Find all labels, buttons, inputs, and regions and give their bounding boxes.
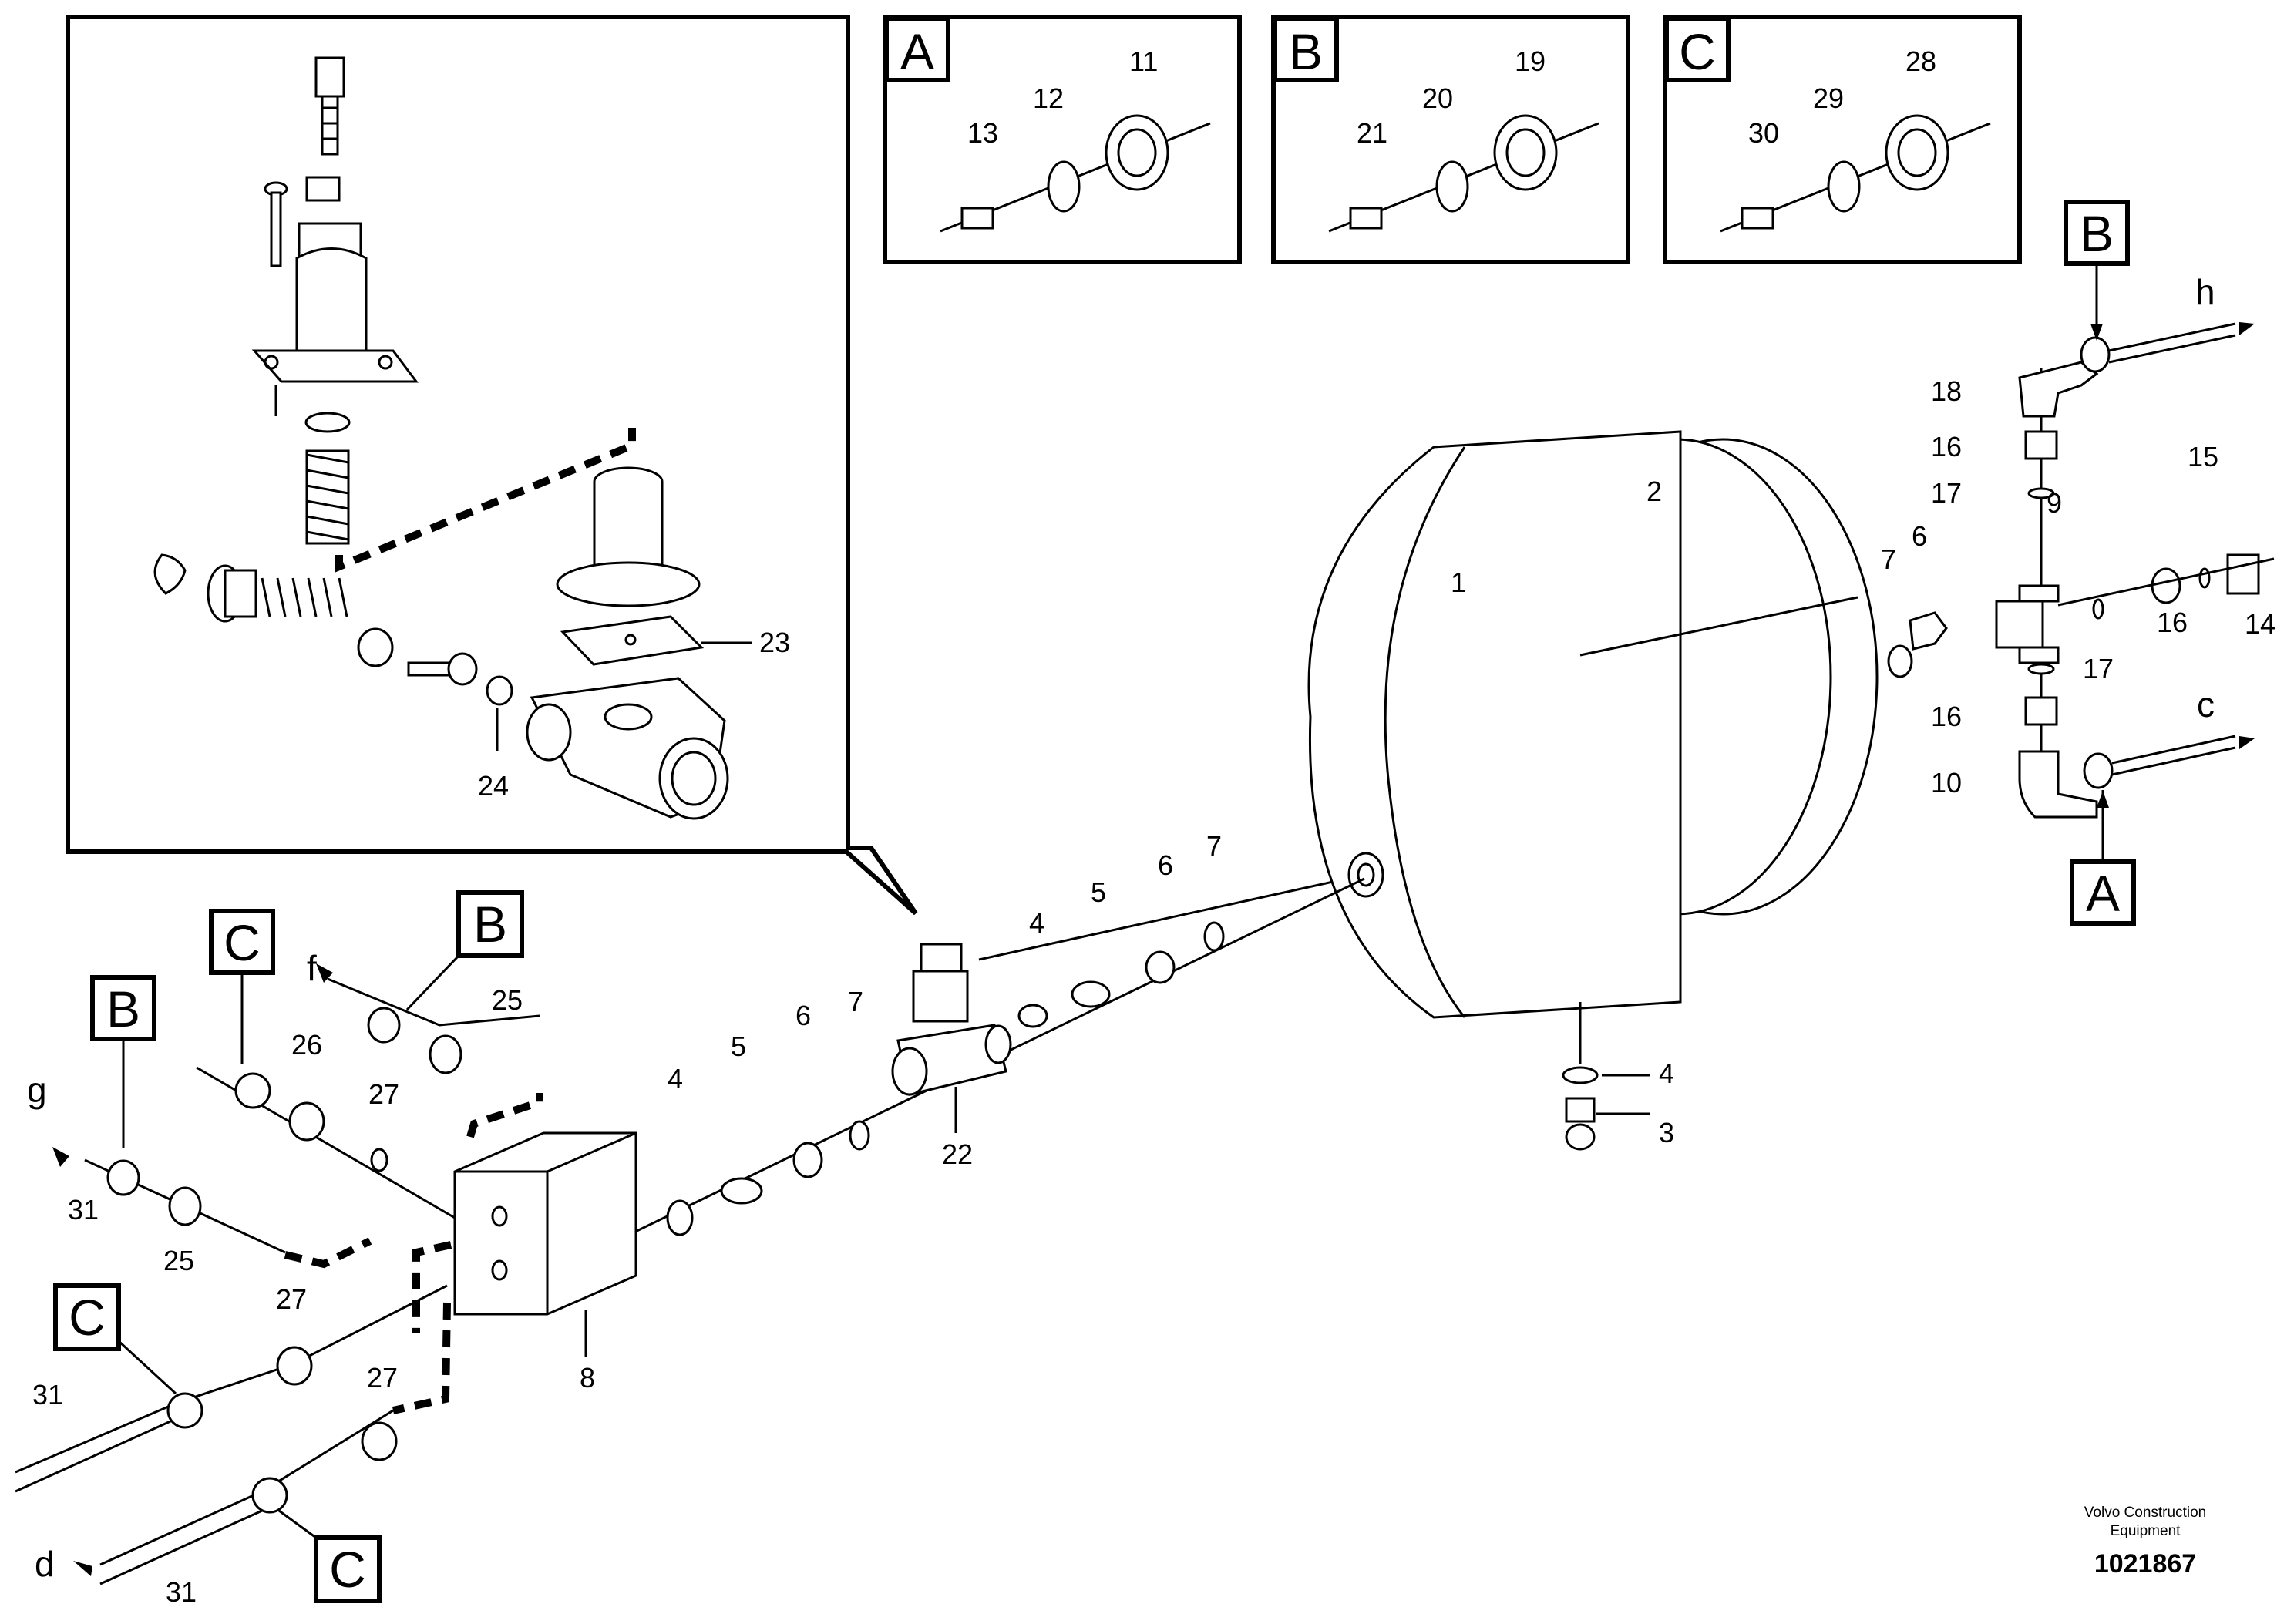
- callout-9: 9: [2047, 487, 2062, 519]
- callout-6c: 6: [1912, 520, 1927, 552]
- callout-6a: 6: [1158, 849, 1173, 881]
- callout-7c: 7: [1881, 543, 1896, 575]
- inset-c: [1663, 15, 2022, 264]
- valve-detail-inset: [66, 15, 918, 916]
- callout-27b: 27: [276, 1283, 307, 1315]
- callout-14: 14: [2245, 608, 2276, 640]
- callout-13: 13: [967, 117, 998, 149]
- callout-4a: 4: [1659, 1057, 1674, 1089]
- callout-17a: 17: [1931, 477, 1962, 509]
- callout-20: 20: [1422, 82, 1453, 114]
- inset-a: [883, 15, 1242, 264]
- callout-27c: 27: [367, 1362, 398, 1394]
- callout-23: 23: [759, 627, 790, 658]
- callout-31c: 31: [166, 1576, 197, 1608]
- callout-25b: 25: [163, 1245, 194, 1276]
- callout-26: 26: [291, 1029, 322, 1061]
- labels: A B C B A B C B C C h c f g d 11 12 13 1…: [27, 23, 2276, 1608]
- callout-1: 1: [1451, 567, 1466, 598]
- callout-7b: 7: [848, 986, 863, 1017]
- callout-19: 19: [1515, 45, 1546, 77]
- right-fittings: [1887, 200, 2275, 926]
- callout-17b: 17: [2083, 653, 2114, 684]
- callout-28: 28: [1906, 45, 1936, 77]
- middle-pipeline: [453, 877, 1365, 1357]
- credit-line-1: Volvo Construction: [2084, 1505, 2206, 1521]
- drawing-number: 1021867: [2094, 1549, 2196, 1579]
- callout-4c: 4: [668, 1063, 683, 1094]
- callout-16b: 16: [2157, 607, 2188, 638]
- connector-b-upper: B: [473, 896, 507, 953]
- callout-31a: 31: [68, 1194, 99, 1226]
- inset-b: [1271, 15, 1630, 264]
- callout-21: 21: [1357, 117, 1388, 149]
- callout-22: 22: [942, 1138, 973, 1170]
- inset-letter-c: C: [1679, 23, 1716, 80]
- callout-10: 10: [1931, 767, 1962, 799]
- connector-c-left: C: [69, 1289, 106, 1346]
- callout-5a: 5: [1091, 876, 1106, 908]
- connector-b-left: B: [106, 980, 140, 1037]
- inset-letter-a: A: [900, 23, 934, 80]
- callout-4b: 4: [1029, 907, 1044, 939]
- connector-a-right: A: [2086, 865, 2120, 922]
- callout-2: 2: [1646, 476, 1662, 507]
- line-end-g: g: [27, 1070, 47, 1110]
- callout-8: 8: [580, 1362, 595, 1394]
- callout-16a: 16: [1931, 431, 1962, 462]
- callout-12: 12: [1033, 82, 1064, 114]
- callout-5b: 5: [731, 1031, 746, 1062]
- connector-b-right: B: [2080, 205, 2114, 262]
- callout-27a: 27: [368, 1078, 399, 1110]
- callout-11: 11: [1129, 45, 1158, 77]
- line-end-f: f: [307, 948, 317, 988]
- left-pipelines: [15, 322, 2255, 1603]
- line-end-h: h: [2195, 272, 2215, 312]
- callout-29: 29: [1813, 82, 1844, 114]
- line-end-c: c: [2197, 684, 2215, 725]
- callout-7a: 7: [1206, 830, 1222, 862]
- callout-16c: 16: [1931, 701, 1962, 732]
- callout-24: 24: [478, 770, 509, 802]
- callout-25a: 25: [492, 984, 523, 1016]
- callout-31b: 31: [32, 1379, 63, 1410]
- callout-15: 15: [2188, 441, 2218, 472]
- air-tank: [978, 430, 1879, 1151]
- line-end-d: d: [35, 1544, 55, 1584]
- callout-30: 30: [1748, 117, 1779, 149]
- callout-6b: 6: [796, 1000, 811, 1031]
- inset-letter-b: B: [1289, 23, 1323, 80]
- connector-c-upper: C: [224, 914, 261, 971]
- credit-line-2: Equipment: [2111, 1523, 2181, 1539]
- callout-18: 18: [1931, 375, 1962, 407]
- callout-3: 3: [1659, 1117, 1674, 1148]
- connector-c-bottom: C: [329, 1541, 366, 1598]
